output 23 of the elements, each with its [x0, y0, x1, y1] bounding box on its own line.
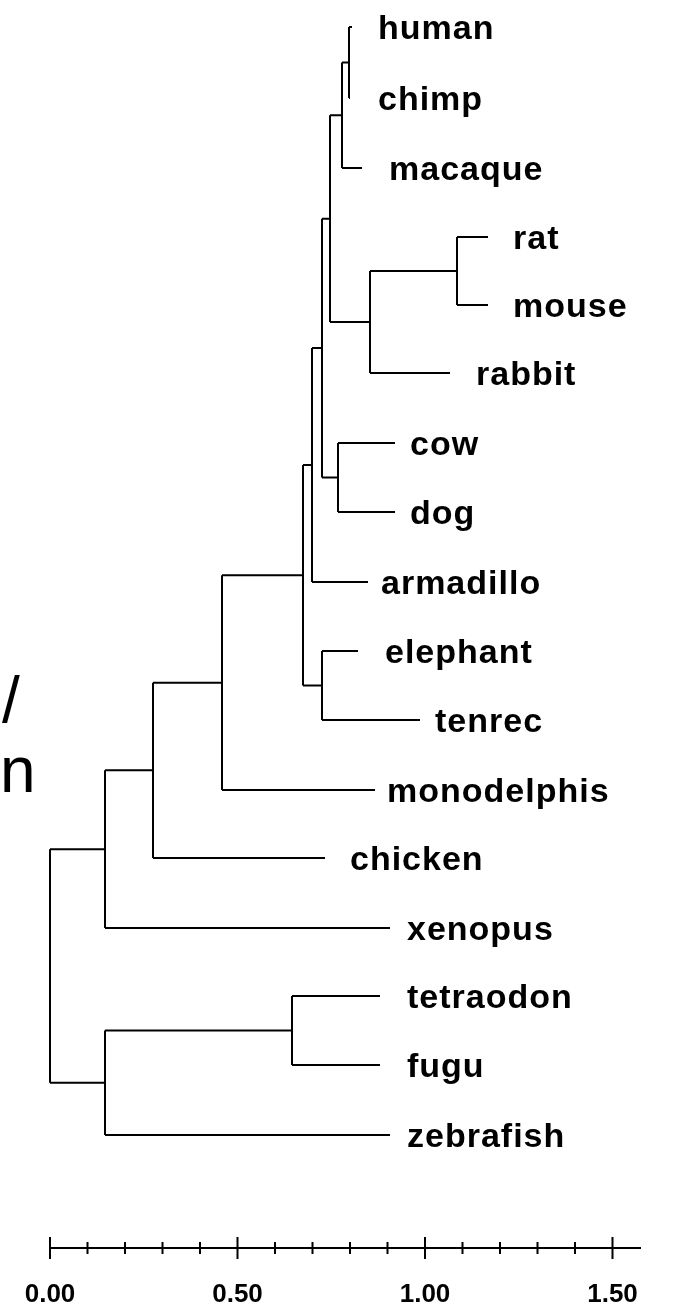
taxon-label: monodelphis	[387, 773, 610, 807]
taxon-label: dog	[410, 495, 476, 529]
taxon-label: macaque	[389, 151, 544, 185]
taxon-label: rat	[513, 220, 560, 254]
taxon-label: armadillo	[381, 565, 542, 599]
tick-label: 0.50	[212, 1280, 263, 1306]
text-fragment: /	[2, 668, 20, 732]
text-fragment: n	[0, 738, 36, 802]
taxon-label: fugu	[407, 1048, 485, 1082]
taxon-label: mouse	[513, 288, 628, 322]
taxon-label: rabbit	[476, 356, 577, 390]
taxon-label: cow	[410, 426, 480, 460]
taxon-label: zebrafish	[407, 1118, 566, 1152]
taxon-label: elephant	[385, 634, 533, 668]
taxon-label: chimp	[378, 81, 484, 115]
tick-label: 0.00	[24, 1280, 76, 1306]
taxon-label: human	[378, 10, 495, 44]
tick-label: 1.50	[587, 1280, 638, 1306]
taxon-label: tenrec	[435, 703, 544, 737]
taxon-label: tetraodon	[407, 979, 573, 1013]
tick-label: 1.00	[399, 1280, 451, 1306]
taxon-label: chicken	[350, 841, 484, 875]
taxon-label: xenopus	[407, 911, 554, 945]
